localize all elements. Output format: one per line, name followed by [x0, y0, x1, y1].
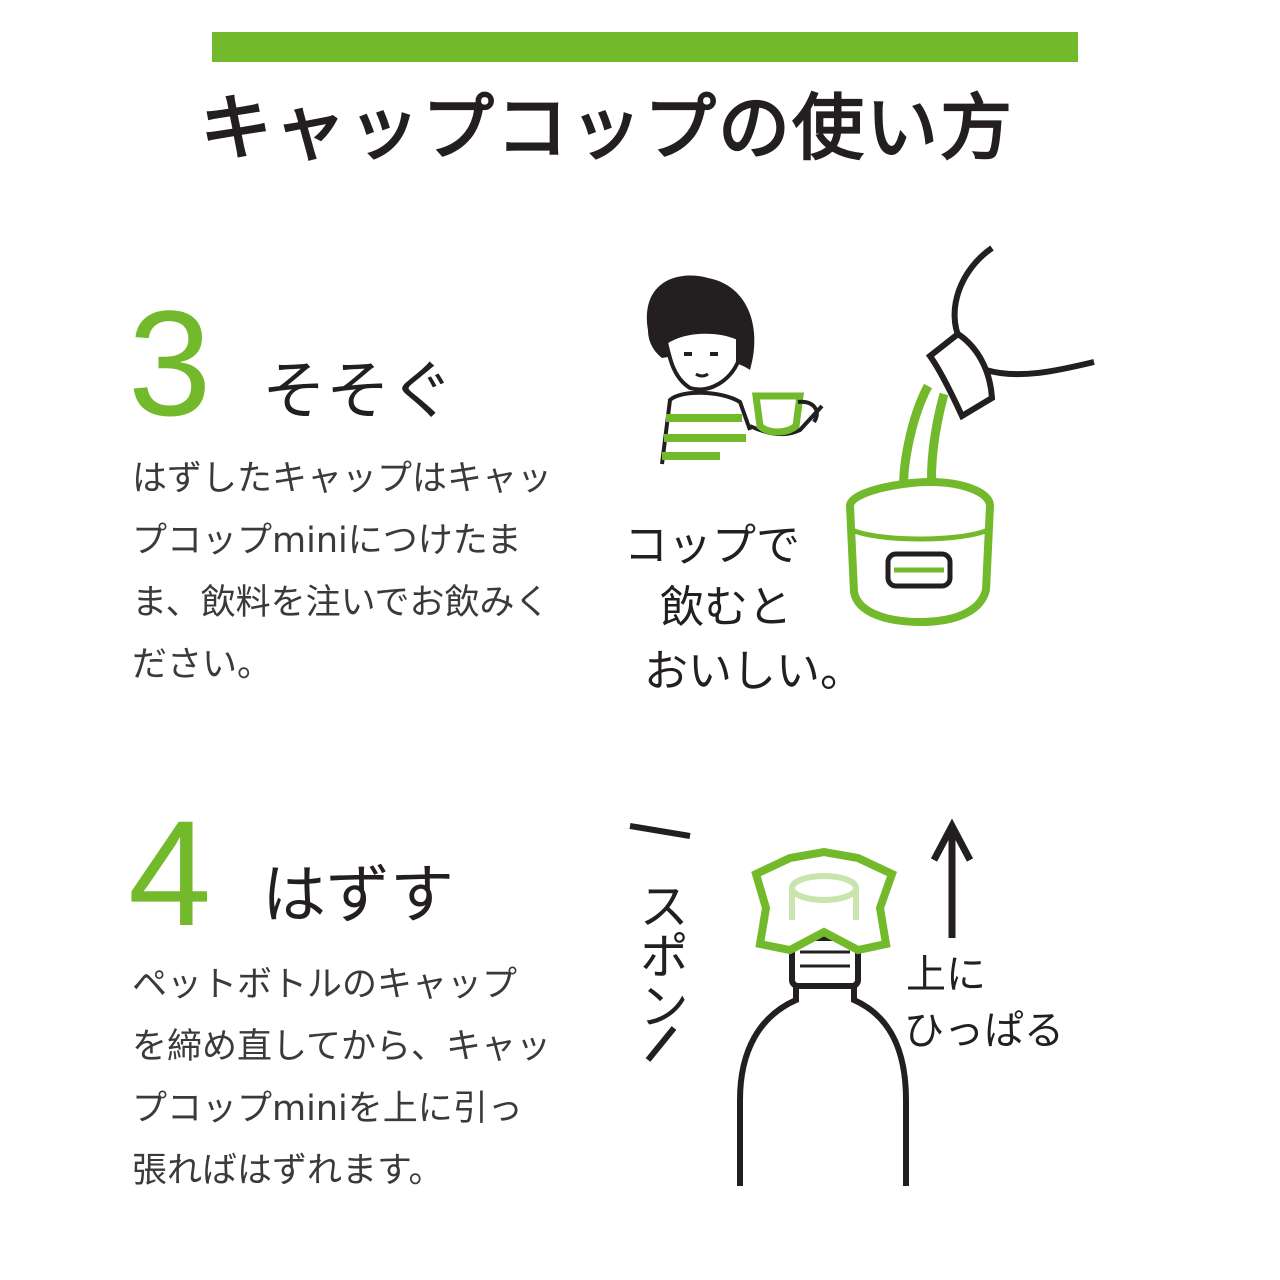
page-title: キャップコップの使い方 [200, 86, 1015, 170]
step-4-number: 4 [128, 789, 212, 957]
caption-line: 飲むと [660, 582, 792, 633]
step-3-body-line: はずしたキャップはキャッ [132, 459, 553, 499]
title-accent-bar [212, 32, 1078, 62]
step-3-body-line: プコップminiにつけたま [132, 521, 522, 561]
step-3-body-line: ださい。 [132, 645, 273, 685]
step-3-heading: そそぐ [262, 355, 454, 429]
step-4-body-line: プコップminiを上に引っ [132, 1089, 523, 1129]
caption-line: ひっぱる [904, 1008, 1064, 1054]
caption-line: 上に [906, 952, 986, 998]
step-3-body-line: ま、飲料を注いでお飲みく [132, 583, 550, 623]
step-4-body-line: 張ればはずれます。 [132, 1151, 444, 1191]
bottle-pouring [899, 245, 1095, 493]
sound-effect-text: スポン [631, 880, 689, 1030]
step-3-number: 3 [128, 279, 212, 447]
step-4-body-line: を締め直してから、キャッ [132, 1027, 551, 1067]
caption-line: コップで [624, 520, 800, 571]
step-4-body-line: ペットボトルのキャップ [132, 965, 518, 1005]
step-3-body: はずしたキャップはキャッ プコップminiにつけたま ま、飲料を注いでお飲みく … [132, 448, 592, 696]
step-4-heading: はずす [262, 859, 454, 933]
up-arrow-icon [930, 818, 974, 938]
pouring-illustration: コップで 飲むと おいしい。 [624, 245, 1095, 697]
cap-cup-mini [845, 477, 995, 627]
removing-illustration: スポン 上に ひっぱる [629, 818, 1064, 1186]
pet-bottle [737, 935, 909, 1186]
cap-cup-mini-lifted [751, 847, 897, 955]
child-drinking-figure [646, 275, 824, 465]
step-4-body: ペットボトルのキャップ を締め直してから、キャッ プコップminiを上に引っ 張… [132, 954, 592, 1202]
sound-effect: スポン [631, 880, 689, 1030]
caption-line: おいしい。 [644, 646, 864, 697]
